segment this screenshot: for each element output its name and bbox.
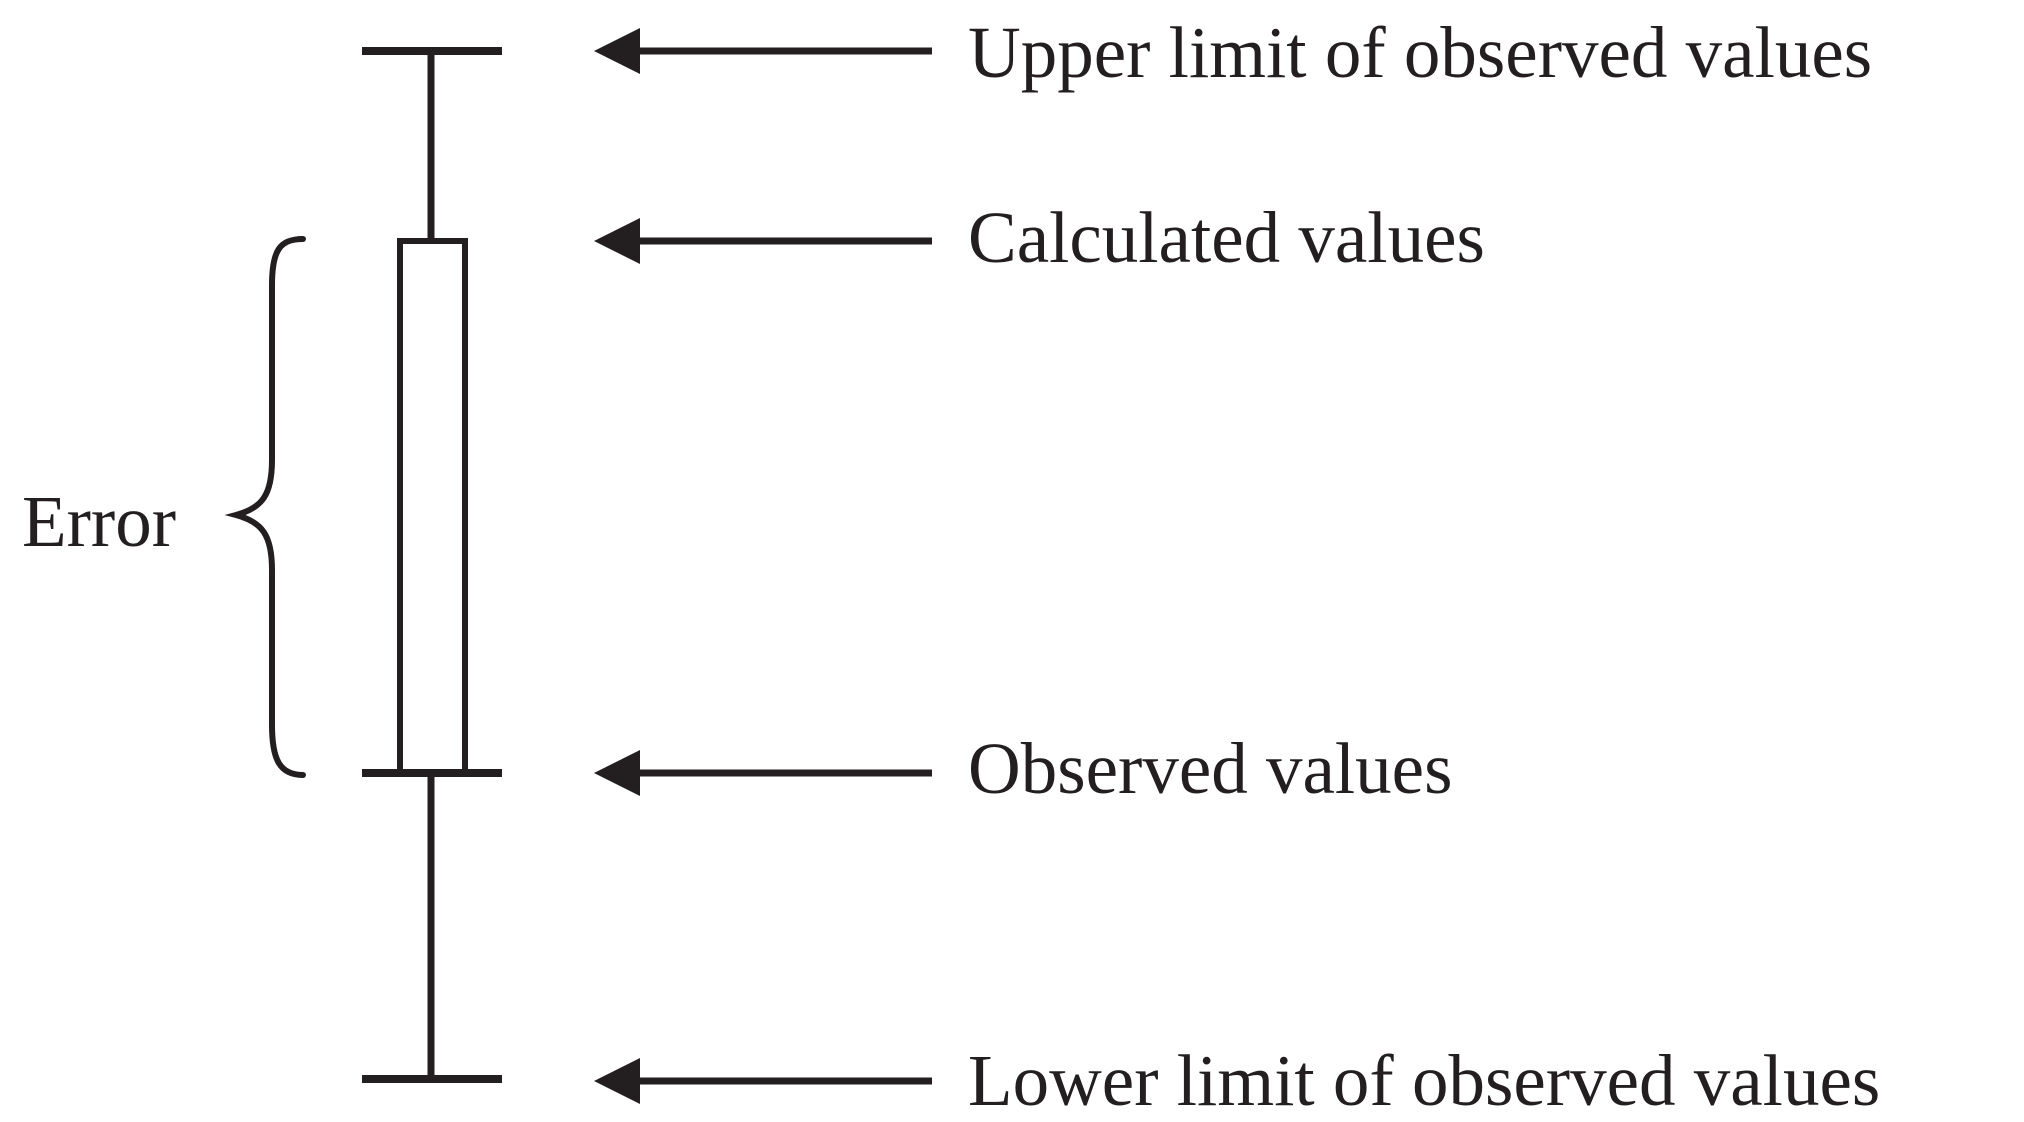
error-label: Error <box>22 481 176 562</box>
error-bar-glyph <box>362 47 502 1083</box>
error-brace <box>224 236 306 778</box>
arrow-lower-limit <box>594 1058 932 1104</box>
observed-label: Observed values <box>968 728 1452 809</box>
calculated-label: Calculated values <box>968 197 1485 278</box>
upper-limit-label: Upper limit of observed values <box>968 12 1872 93</box>
arrow-observed <box>594 750 932 796</box>
arrow-upper-limit <box>594 28 932 74</box>
error-box <box>397 238 468 775</box>
lower-limit-label: Lower limit of observed values <box>968 1040 1880 1121</box>
arrow-calculated <box>594 218 932 264</box>
